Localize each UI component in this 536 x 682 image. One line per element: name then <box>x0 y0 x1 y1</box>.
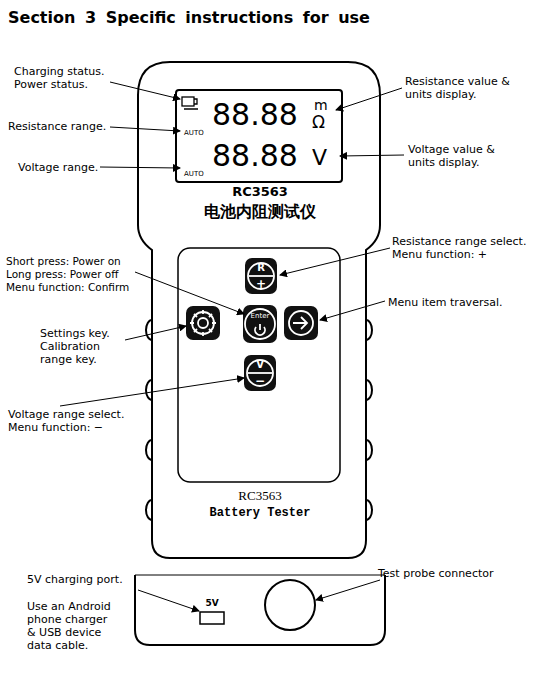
button-label: R <box>251 262 271 274</box>
model-name: RC3563 <box>200 184 320 199</box>
callout-label: Voltage range. <box>18 161 98 174</box>
callout-label: Test probe connector <box>378 567 494 580</box>
callout-label: Short press: Power on Long press: Power … <box>6 255 146 294</box>
callout-label: Resistance range. <box>8 120 106 133</box>
callout-label: Settings key. Calibration range key. <box>40 327 122 366</box>
callout-label: Menu item traversal. <box>388 296 502 309</box>
callout-label: 5V charging port. <box>27 573 123 586</box>
callout-label: Use an Android phone charger & USB devic… <box>27 600 117 652</box>
lcd-digits: 88.88 <box>212 138 298 174</box>
range-indicator: AUTO <box>184 129 204 137</box>
unit-symbol: V <box>312 145 327 171</box>
port-label: 5V <box>198 598 226 609</box>
callout-label: Resistance value & units display. <box>405 75 510 101</box>
button-label: − <box>250 374 270 388</box>
section-title: Section 3 Specific instructions for use <box>8 8 370 27</box>
callout-label: Voltage range select. Menu function: − <box>8 408 136 434</box>
unit-symbol: Ω <box>312 112 325 132</box>
device-name: Battery Tester <box>190 506 330 520</box>
callout-label: Charging status. Power status. <box>14 65 119 91</box>
unit-symbol: m <box>314 97 328 113</box>
callout-label: Voltage value & units display. <box>408 143 506 169</box>
button-label: Enter <box>246 312 274 320</box>
model-name: RC3563 <box>200 488 320 504</box>
device-name: 电池内阻测试仪 <box>180 202 340 223</box>
callout-label: Resistance range select. Menu function: … <box>392 235 532 261</box>
lcd-digits: 88.88 <box>212 97 298 133</box>
button-label: + <box>251 277 271 291</box>
range-indicator: AUTO <box>184 170 204 178</box>
button-label: V <box>250 359 270 371</box>
